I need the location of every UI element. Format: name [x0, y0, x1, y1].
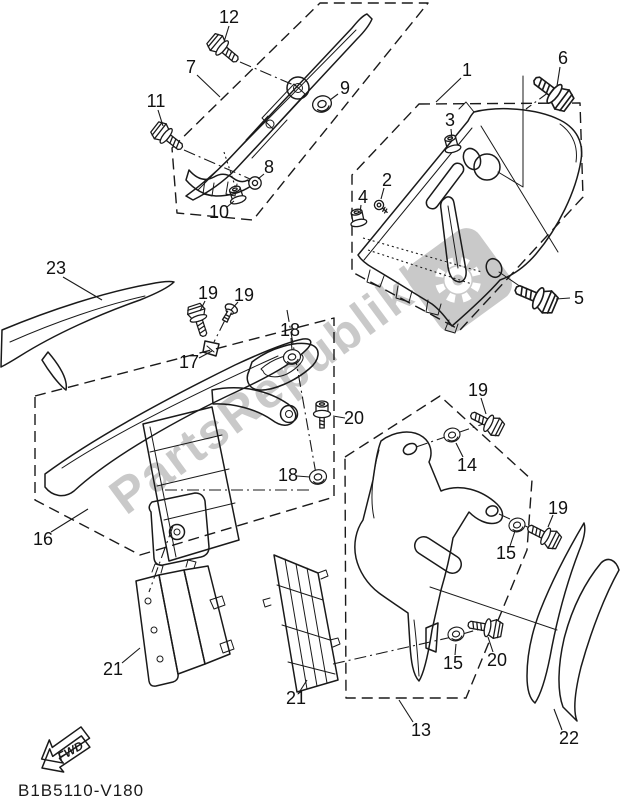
callout-leader [380, 187, 385, 200]
bolt-11-icon [148, 118, 189, 157]
washer-15-icon [445, 624, 467, 644]
callout-19[interactable]: 19 [468, 380, 488, 400]
callout-leader [556, 66, 561, 87]
callout-13[interactable]: 13 [411, 720, 431, 740]
bolt-12-icon [204, 30, 244, 69]
nut-20-icon [312, 400, 332, 429]
callout-17[interactable]: 17 [179, 352, 199, 372]
group-box-scoop-16 [34, 317, 335, 556]
callout-leader [435, 77, 462, 103]
callout-11[interactable]: 11 [147, 91, 166, 111]
diagram-code: B1B5110-V180 [18, 781, 144, 800]
callout-leader [257, 173, 265, 180]
callout-12[interactable]: 12 [219, 7, 239, 27]
callout-leader [450, 128, 453, 140]
callout-15[interactable]: 15 [496, 543, 516, 563]
callout-leader [329, 93, 339, 101]
callout-leader [223, 25, 230, 43]
callout-leader [480, 397, 487, 415]
grommet-18-icon [307, 467, 329, 487]
callout-20[interactable]: 20 [487, 650, 507, 670]
callout-leader [359, 204, 362, 214]
callout-19[interactable]: 19 [198, 283, 218, 303]
grommet-9-icon [309, 92, 335, 116]
group-box-cover-13 [344, 395, 533, 699]
callout-leader [290, 337, 293, 351]
callout-leader [50, 508, 89, 533]
part-13-side-cover-left [354, 431, 504, 682]
part-22-graphic-decal [526, 522, 620, 722]
callout-leader [230, 301, 239, 311]
part-23-graphic-decal [0, 280, 175, 391]
callout-leader [296, 475, 311, 478]
callout-18[interactable]: 18 [278, 465, 298, 485]
callout-4[interactable]: 4 [358, 187, 368, 207]
callout-23[interactable]: 23 [46, 258, 66, 278]
callout-19[interactable]: 19 [234, 285, 254, 305]
bolt-6-icon [527, 68, 577, 116]
callout-21[interactable]: 21 [286, 688, 306, 708]
callout-5[interactable]: 5 [574, 288, 584, 308]
callout-leader [398, 699, 414, 723]
callout-20[interactable]: 20 [344, 408, 364, 428]
callout-leader [157, 109, 164, 127]
callout-leader [299, 679, 308, 692]
callout-leader [555, 297, 571, 300]
callout-3[interactable]: 3 [445, 110, 455, 130]
callout-18[interactable]: 18 [280, 320, 300, 340]
callout-leader [487, 636, 494, 653]
callout-16[interactable]: 16 [33, 529, 53, 549]
callout-leader [62, 276, 103, 301]
callout-8[interactable]: 8 [264, 157, 274, 177]
callout-19[interactable]: 19 [548, 498, 568, 518]
group-box-scoop-7 [171, 2, 429, 221]
callout-leader [199, 300, 206, 312]
callout-leader [121, 647, 141, 664]
callout-leader [332, 415, 346, 419]
callout-22[interactable]: 22 [559, 728, 579, 748]
callout-leader [547, 514, 554, 528]
part-7-scoop-stay [185, 13, 373, 201]
washer-8-icon [248, 176, 262, 190]
callout-leader [553, 708, 563, 731]
callout-14[interactable]: 14 [457, 455, 477, 475]
pin-19-icon [218, 301, 240, 325]
callout-6[interactable]: 6 [558, 48, 568, 68]
part-21-radiator-louver [135, 559, 235, 687]
part-21-radiator-grille [262, 554, 341, 693]
callout-leader [455, 442, 464, 458]
callout-leader [454, 643, 457, 656]
callout-leader [198, 350, 213, 359]
watermark: PartsRepublik| [99, 228, 512, 526]
part-1-side-cover-right [357, 101, 583, 334]
group-box-cover-1 [351, 102, 584, 331]
collar-14-icon [441, 425, 463, 445]
callout-10[interactable]: 10 [209, 202, 229, 222]
callout-21[interactable]: 21 [103, 659, 123, 679]
bolt-19-icon [184, 301, 214, 340]
callout-9[interactable]: 9 [340, 78, 350, 98]
fwd-arrow: FWD [40, 726, 91, 773]
bolt-5-icon [510, 276, 561, 318]
callout-leader [226, 200, 235, 208]
bolt-19-icon [466, 405, 507, 440]
screw-2-icon [371, 197, 391, 217]
callout-7[interactable]: 7 [186, 57, 196, 77]
callout-1[interactable]: 1 [462, 60, 472, 80]
callout-2[interactable]: 2 [382, 170, 392, 190]
bolt-19-icon [523, 518, 564, 553]
group-boxes [34, 2, 584, 699]
callout-leader [509, 530, 516, 547]
washer-15-icon [506, 515, 528, 535]
callout-15[interactable]: 15 [443, 653, 463, 673]
part-17-air-scoop [44, 338, 319, 566]
nut-4-icon [347, 207, 369, 229]
callout-leader [196, 74, 221, 98]
